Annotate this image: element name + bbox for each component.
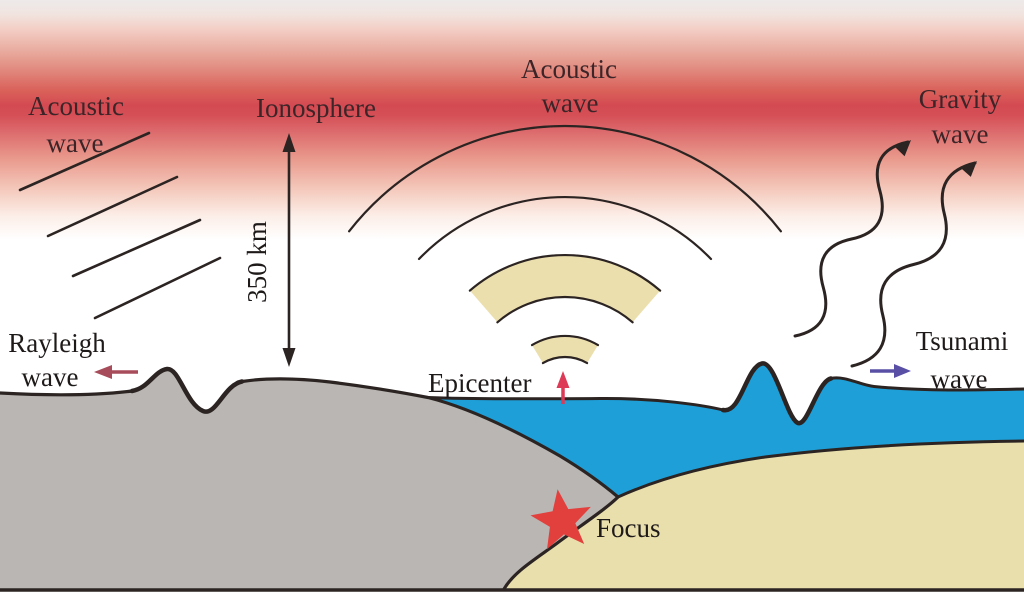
wavefront-line xyxy=(18,131,151,192)
ionosphere-altitude-label: 350 km xyxy=(242,221,272,303)
gravity-wave-squiggle xyxy=(793,140,910,338)
epicenter-label: Epicenter xyxy=(428,368,531,398)
gravity-wave-label-line1: Gravity xyxy=(919,84,1002,114)
arrow-up-icon xyxy=(282,133,296,152)
rayleigh-wave-label-line2: wave xyxy=(22,362,79,392)
rayleigh-wave-bump-outline xyxy=(129,366,245,414)
gravity-arrowhead xyxy=(895,140,911,157)
focus-star-icon xyxy=(530,489,591,550)
epicenter-arrow xyxy=(556,371,570,404)
acoustic-arcs xyxy=(348,124,782,365)
rayleigh-arrow xyxy=(94,365,138,379)
acoustic-band-large-outer-edge xyxy=(468,254,662,292)
oceanic-plate xyxy=(504,441,1024,590)
seafloor-line xyxy=(616,439,1024,499)
acoustic-wave-left-label-line1: Acoustic xyxy=(28,91,124,121)
continental-crust xyxy=(0,368,618,590)
wavefront-line xyxy=(71,218,202,278)
acoustic-wave-center-label-line1: Acoustic xyxy=(521,54,617,84)
ionosphere-label: Ionosphere xyxy=(256,93,376,123)
ocean-water xyxy=(428,363,1024,497)
gravity-wave-squiggle xyxy=(850,161,977,368)
acoustic-wave-center-label-line2: wave xyxy=(542,88,599,118)
gravity-wave-label-line2: wave xyxy=(932,119,989,149)
terrain xyxy=(0,361,1024,592)
acoustic-arc-outer xyxy=(348,124,782,233)
acoustic-band-large xyxy=(469,255,661,323)
arrow-up-icon xyxy=(556,371,570,388)
arrow-right-icon xyxy=(894,364,911,378)
arrow-left-icon xyxy=(94,365,112,379)
rayleigh-wave-label-line1: Rayleigh xyxy=(8,328,106,358)
ionosphere-band xyxy=(0,0,1024,240)
acoustic-band-small xyxy=(532,335,598,364)
acoustic-wave-left-label-line2: wave xyxy=(47,128,104,158)
acoustic-wavefront-lines xyxy=(18,131,222,320)
tsunami-pulse-outline xyxy=(720,361,834,426)
gravity-wave-squiggles xyxy=(793,140,977,368)
arrow-down-icon xyxy=(282,348,296,367)
acoustic-band-small-inner-edge xyxy=(541,355,589,365)
acoustic-band-large-inner-edge xyxy=(496,295,634,324)
acoustic-arc-middle xyxy=(417,195,713,261)
tsunami-arrow xyxy=(870,364,911,378)
gravity-arrowhead xyxy=(961,161,977,177)
acoustic-band-small-outer-edge xyxy=(530,334,600,347)
wavefront-line xyxy=(93,256,222,320)
tsunami-wave-label-line2: wave xyxy=(931,364,988,394)
wavefront-line xyxy=(46,175,179,238)
tsunami-wave-label-line1: Tsunami xyxy=(916,326,1009,356)
ionosphere-height-arrow: 350 km xyxy=(242,133,296,367)
diagram-labels: Acoustic wave Ionosphere Acoustic wave G… xyxy=(8,54,1008,543)
focus-label: Focus xyxy=(596,513,661,543)
